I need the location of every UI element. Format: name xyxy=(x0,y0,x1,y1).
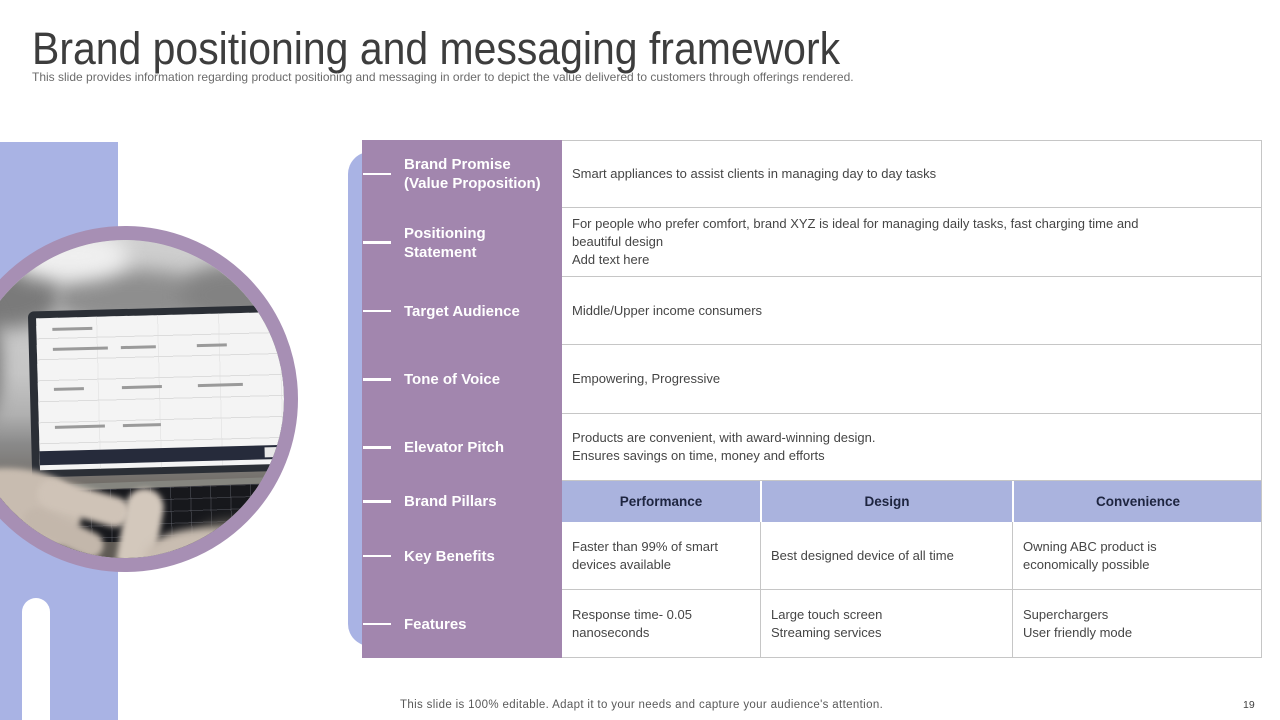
header-convenience: Convenience xyxy=(1012,481,1262,522)
dash-icon xyxy=(363,446,391,449)
label-elevator-pitch: Elevator Pitch xyxy=(362,414,562,481)
cell-brand-promise: Smart appliances to assist clients in ma… xyxy=(562,140,1262,208)
dash-icon xyxy=(363,309,391,313)
cell-positioning-statement: For people who prefer comfort, brand XYZ… xyxy=(562,208,1262,277)
dash-icon xyxy=(363,378,391,381)
laptop-screen-taskbar xyxy=(39,444,284,466)
features-row: Response time- 0.05 nanoseconds Large to… xyxy=(562,590,1262,658)
pillars-header-row: Performance Design Convenience xyxy=(562,481,1262,522)
label-key-benefits: Key Benefits xyxy=(362,522,562,590)
dash-icon xyxy=(363,622,391,626)
key-benefits-row: Faster than 99% of smart devices availab… xyxy=(562,522,1262,590)
label-tone-of-voice: Tone of Voice xyxy=(362,345,562,414)
label-positioning-statement: Positioning Statement xyxy=(362,208,562,277)
label-target-audience: Target Audience xyxy=(362,277,562,345)
laptop-screen xyxy=(27,304,284,478)
label-brand-promise: Brand Promise (Value Proposition) xyxy=(362,140,562,208)
dash-icon xyxy=(363,241,391,244)
photo-blur-blob xyxy=(0,300,1,430)
cell-tone-of-voice: Empowering, Progressive xyxy=(562,345,1262,414)
cell-feature-design: Large touch screen Streaming services xyxy=(760,590,1012,657)
dash-icon xyxy=(363,554,391,558)
dash-icon xyxy=(363,500,391,503)
cell-elevator-pitch: Products are convenient, with award-winn… xyxy=(562,414,1262,481)
laptop-photo-circle xyxy=(0,226,298,572)
cell-benefit-design: Best designed device of all time xyxy=(760,522,1012,589)
label-brand-pillars: Brand Pillars xyxy=(362,481,562,522)
label-features: Features xyxy=(362,590,562,658)
cell-feature-convenience: Superchargers User friendly mode xyxy=(1012,590,1262,657)
label-panel: Brand Promise (Value Proposition) Positi… xyxy=(362,140,562,658)
laptop-photo xyxy=(0,240,284,558)
cell-benefit-performance: Faster than 99% of smart devices availab… xyxy=(572,538,718,572)
laptop-screen-button xyxy=(264,446,284,458)
header-performance: Performance xyxy=(619,494,703,509)
header-design: Design xyxy=(760,481,1012,522)
footer-note: This slide is 100% editable. Adapt it to… xyxy=(400,699,884,711)
cell-feature-performance: Response time- 0.05 nanoseconds xyxy=(572,606,692,640)
accent-white-bar xyxy=(22,598,50,720)
table-right-border xyxy=(1261,140,1262,658)
photo-blur-blob xyxy=(8,240,128,280)
page-number: 19 xyxy=(1243,699,1255,711)
dash-icon xyxy=(363,172,391,176)
slide-subtitle: This slide provides information regardin… xyxy=(32,70,854,84)
cell-target-audience: Middle/Upper income consumers xyxy=(562,277,1262,345)
slide-title: Brand positioning and messaging framewor… xyxy=(32,23,841,74)
cell-benefit-convenience: Owning ABC product is economically possi… xyxy=(1012,522,1262,589)
laptop-screen-content xyxy=(36,311,284,471)
